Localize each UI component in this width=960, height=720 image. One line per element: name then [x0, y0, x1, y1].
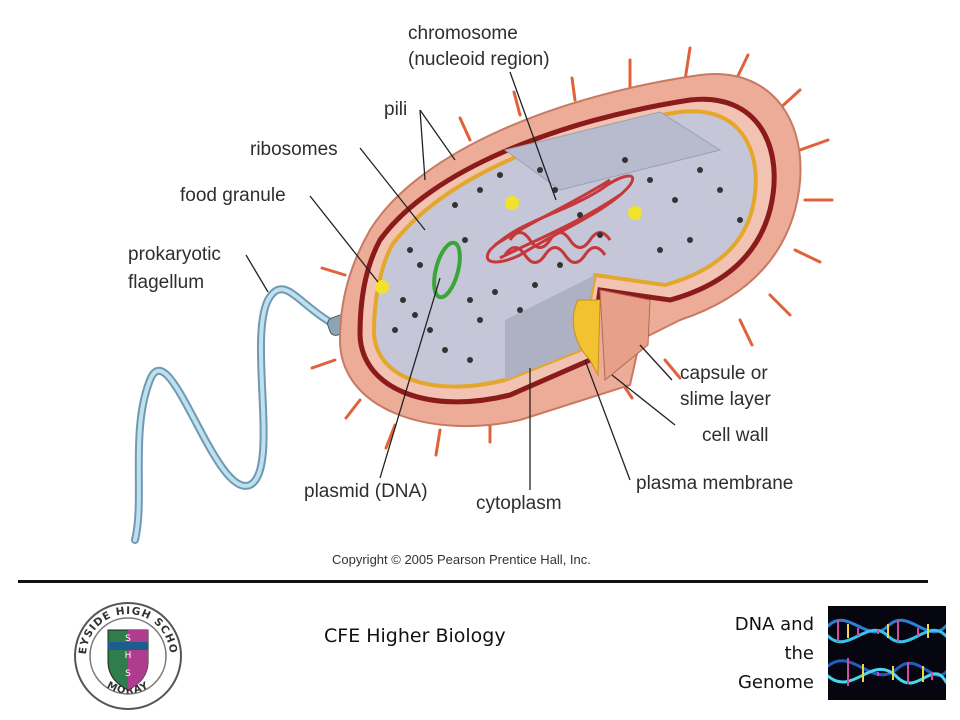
label-pili: pili [384, 99, 408, 120]
label-chromosome-line1: chromosome [408, 23, 518, 44]
plasmid [432, 240, 462, 300]
topic-line2: the [784, 643, 814, 664]
label-plasmid: plasmid (DNA) [304, 481, 428, 502]
label-ribosomes: ribosomes [250, 139, 338, 160]
footer-divider [18, 580, 928, 583]
topic-title: DNA and the Genome [674, 610, 814, 697]
topic-line3: Genome [737, 672, 814, 693]
label-flagellum-line2: flagellum [128, 272, 205, 293]
crest-letter-middle: H [125, 651, 132, 661]
label-capsule-line1: capsule or [680, 363, 768, 384]
pili [310, 46, 834, 457]
label-plasma-membrane: plasma membrane [636, 473, 794, 494]
label-chromosome-line2: (nucleoid region) [408, 49, 550, 70]
dna-helix-image [828, 606, 946, 700]
label-capsule-line2: slime layer [680, 389, 771, 410]
crest-letter-top: S [125, 634, 131, 644]
school-crest-logo: SPEYSIDE HIGH SCHOOL MORAY S H S [72, 600, 182, 710]
topic-line1: DNA and [734, 614, 814, 635]
copyright-notice: Copyright © 2005 Pearson Prentice Hall, … [332, 552, 591, 567]
food-granules [375, 196, 642, 294]
label-flagellum-line1: prokaryotic [128, 244, 221, 265]
chromosome [486, 174, 634, 264]
leader-lines [245, 71, 676, 490]
label-cytoplasm: cytoplasm [476, 493, 562, 514]
ribosomes [392, 157, 743, 363]
crest-letter-bottom: S [125, 669, 131, 679]
label-cell-wall: cell wall [702, 425, 769, 446]
label-food-granule: food granule [180, 185, 286, 206]
course-title: CFE Higher Biology [324, 625, 506, 647]
